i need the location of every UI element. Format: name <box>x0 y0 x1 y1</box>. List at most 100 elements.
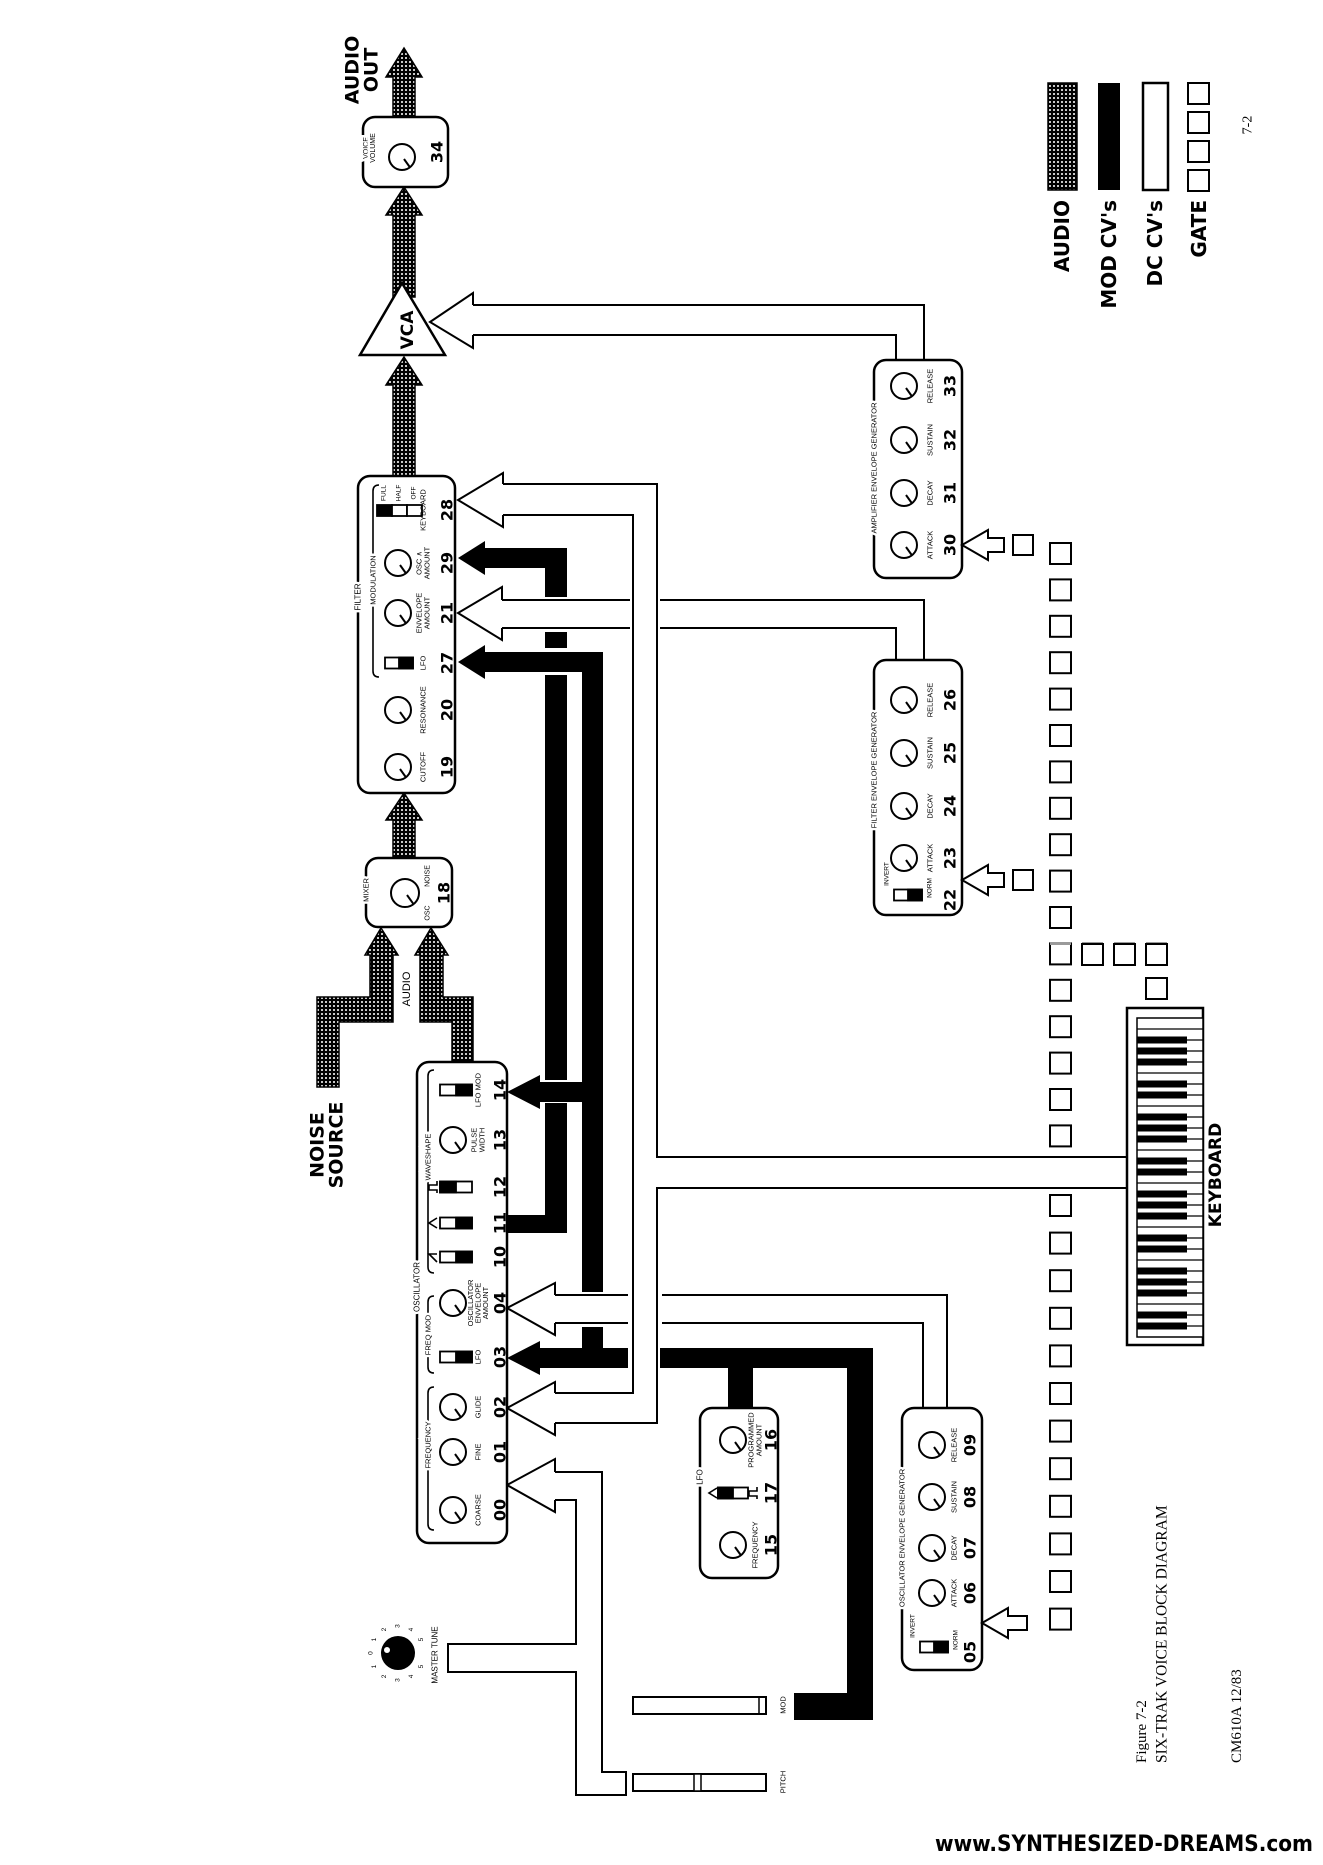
mixer-osc-label-group: OSC <box>425 905 432 920</box>
switch-10[interactable] <box>439 1250 473 1264</box>
knob-30[interactable] <box>890 531 918 559</box>
knob-18[interactable] <box>390 878 420 908</box>
switch-option-label: INVERT <box>884 862 891 886</box>
switch-27[interactable] <box>384 656 414 670</box>
param-label-23-group: ATTACK <box>926 844 935 872</box>
param-label-02-line: GLIDE <box>474 1396 483 1419</box>
knob-07[interactable] <box>918 1534 946 1562</box>
master-tune-scale-mark: 4 <box>408 1674 415 1678</box>
knob-00[interactable] <box>439 1496 467 1524</box>
knob-23[interactable] <box>890 844 918 872</box>
black-key <box>1137 1322 1187 1330</box>
gate-square <box>1081 943 1104 966</box>
master-tune-scale-mark-group: 4 <box>408 1674 415 1678</box>
legend-dc-cv-label-group: DC CV's <box>1143 200 1167 286</box>
knob-26[interactable] <box>890 686 918 714</box>
knob-20[interactable] <box>384 696 412 724</box>
mod-wheel[interactable] <box>632 1696 767 1715</box>
param-label-04-line: ENVELOPE <box>474 1283 483 1323</box>
pitch-wheel[interactable] <box>632 1773 767 1792</box>
knob-30-dial <box>890 531 918 559</box>
knob-16[interactable] <box>719 1426 747 1454</box>
gate-square <box>1049 1457 1072 1481</box>
param-label-21-line: ENVELOPE <box>415 593 424 633</box>
param-number-21: 21 <box>438 602 457 624</box>
knob-34[interactable] <box>388 143 416 171</box>
legend-mod-cv-label-group: MOD CV's <box>1097 200 1121 309</box>
frequency-label: FREQUENCY <box>424 1421 433 1468</box>
knob-21-pointer <box>399 614 407 624</box>
legend-gate-square <box>1187 111 1210 134</box>
param-label-33-group: RELEASE <box>926 369 935 404</box>
knob-29[interactable] <box>384 549 412 577</box>
param-number-24-group: 24 <box>941 795 960 817</box>
switch-11[interactable] <box>439 1216 473 1230</box>
vca-label-group: VCA <box>398 310 418 350</box>
keyboard[interactable] <box>1125 1006 1205 1347</box>
mod-label-group: MOD <box>779 1696 788 1714</box>
knob-25[interactable] <box>890 739 918 767</box>
knob-13[interactable] <box>439 1126 467 1154</box>
switch-14-lever <box>455 1083 473 1097</box>
switch-14[interactable] <box>439 1083 473 1097</box>
master-tune-scale-mark: 3 <box>395 1678 402 1682</box>
param-number-13-group: 13 <box>491 1129 510 1151</box>
knob-01[interactable] <box>439 1438 467 1466</box>
pulse-wave-icon <box>428 1181 438 1193</box>
knob-02[interactable] <box>439 1393 467 1421</box>
knob-15[interactable] <box>719 1531 747 1559</box>
knob-08[interactable] <box>918 1483 946 1511</box>
legend-dc-cv-swatch <box>1141 81 1170 192</box>
knob-24[interactable] <box>890 792 918 820</box>
legend-gate-label: GATE <box>1187 200 1211 258</box>
modulation-label: MODULATION <box>369 555 378 604</box>
master-tune-scale-mark-group: 3 <box>395 1678 402 1682</box>
param-label-16-line: PROGRAMMED <box>747 1412 756 1468</box>
gate-square <box>1049 651 1072 675</box>
param-label-19: CUTOFF <box>419 751 428 782</box>
knob-09-pointer <box>933 1446 941 1456</box>
knob-15-pointer <box>734 1546 742 1556</box>
osc-mod-bus-segment <box>545 632 567 648</box>
knob-21[interactable] <box>384 599 412 627</box>
gate-square <box>1049 1051 1072 1075</box>
sawtooth-wave-icon <box>427 1253 438 1263</box>
knob-07-dial <box>918 1534 946 1562</box>
knob-06[interactable] <box>918 1579 946 1607</box>
switch-03[interactable] <box>439 1350 473 1364</box>
master-tune-scale-mark: 3 <box>395 1624 402 1628</box>
knob-32[interactable] <box>890 426 918 454</box>
knob-13-dial <box>439 1126 467 1154</box>
legend-audio-label-group: AUDIO <box>1050 200 1074 272</box>
knob-31[interactable] <box>890 479 918 507</box>
filter-to-vca-audio-arrow <box>384 355 424 477</box>
knob-34-dial <box>388 143 416 171</box>
knob-33[interactable] <box>890 372 918 400</box>
master-tune-label-group: MASTER TUNE <box>431 1626 440 1683</box>
switch-05[interactable] <box>919 1640 949 1654</box>
black-key <box>1137 1311 1187 1319</box>
knob-19[interactable] <box>384 753 412 781</box>
param-label-13: PULSEWIDTH <box>470 1128 487 1153</box>
param-label-24: DECAY <box>926 793 935 818</box>
param-number-29: 29 <box>438 552 457 574</box>
param-label-31-line: DECAY <box>926 480 935 505</box>
gate-square <box>1049 614 1072 638</box>
switch-17[interactable] <box>717 1486 749 1500</box>
osc_env-title-group: OSCILLATOR ENVELOPE GENERATOR <box>895 1466 909 1610</box>
filter-env-gate-arrow <box>959 863 1005 897</box>
filter_env-title-group: FILTER ENVELOPE GENERATOR <box>867 709 881 831</box>
param-label-26-group: RELEASE <box>926 683 935 718</box>
param-number-23-group: 23 <box>941 847 960 869</box>
gate-square <box>1049 1194 1072 1217</box>
switch-22[interactable] <box>893 888 923 902</box>
param-label-03-line: LFO <box>474 1350 483 1365</box>
knob-09[interactable] <box>918 1431 946 1459</box>
param-number-18: 18 <box>435 882 454 904</box>
knob-04[interactable] <box>439 1289 467 1317</box>
switch-12[interactable] <box>439 1180 473 1194</box>
master-tune-scale-mark: 1 <box>371 1664 378 1668</box>
